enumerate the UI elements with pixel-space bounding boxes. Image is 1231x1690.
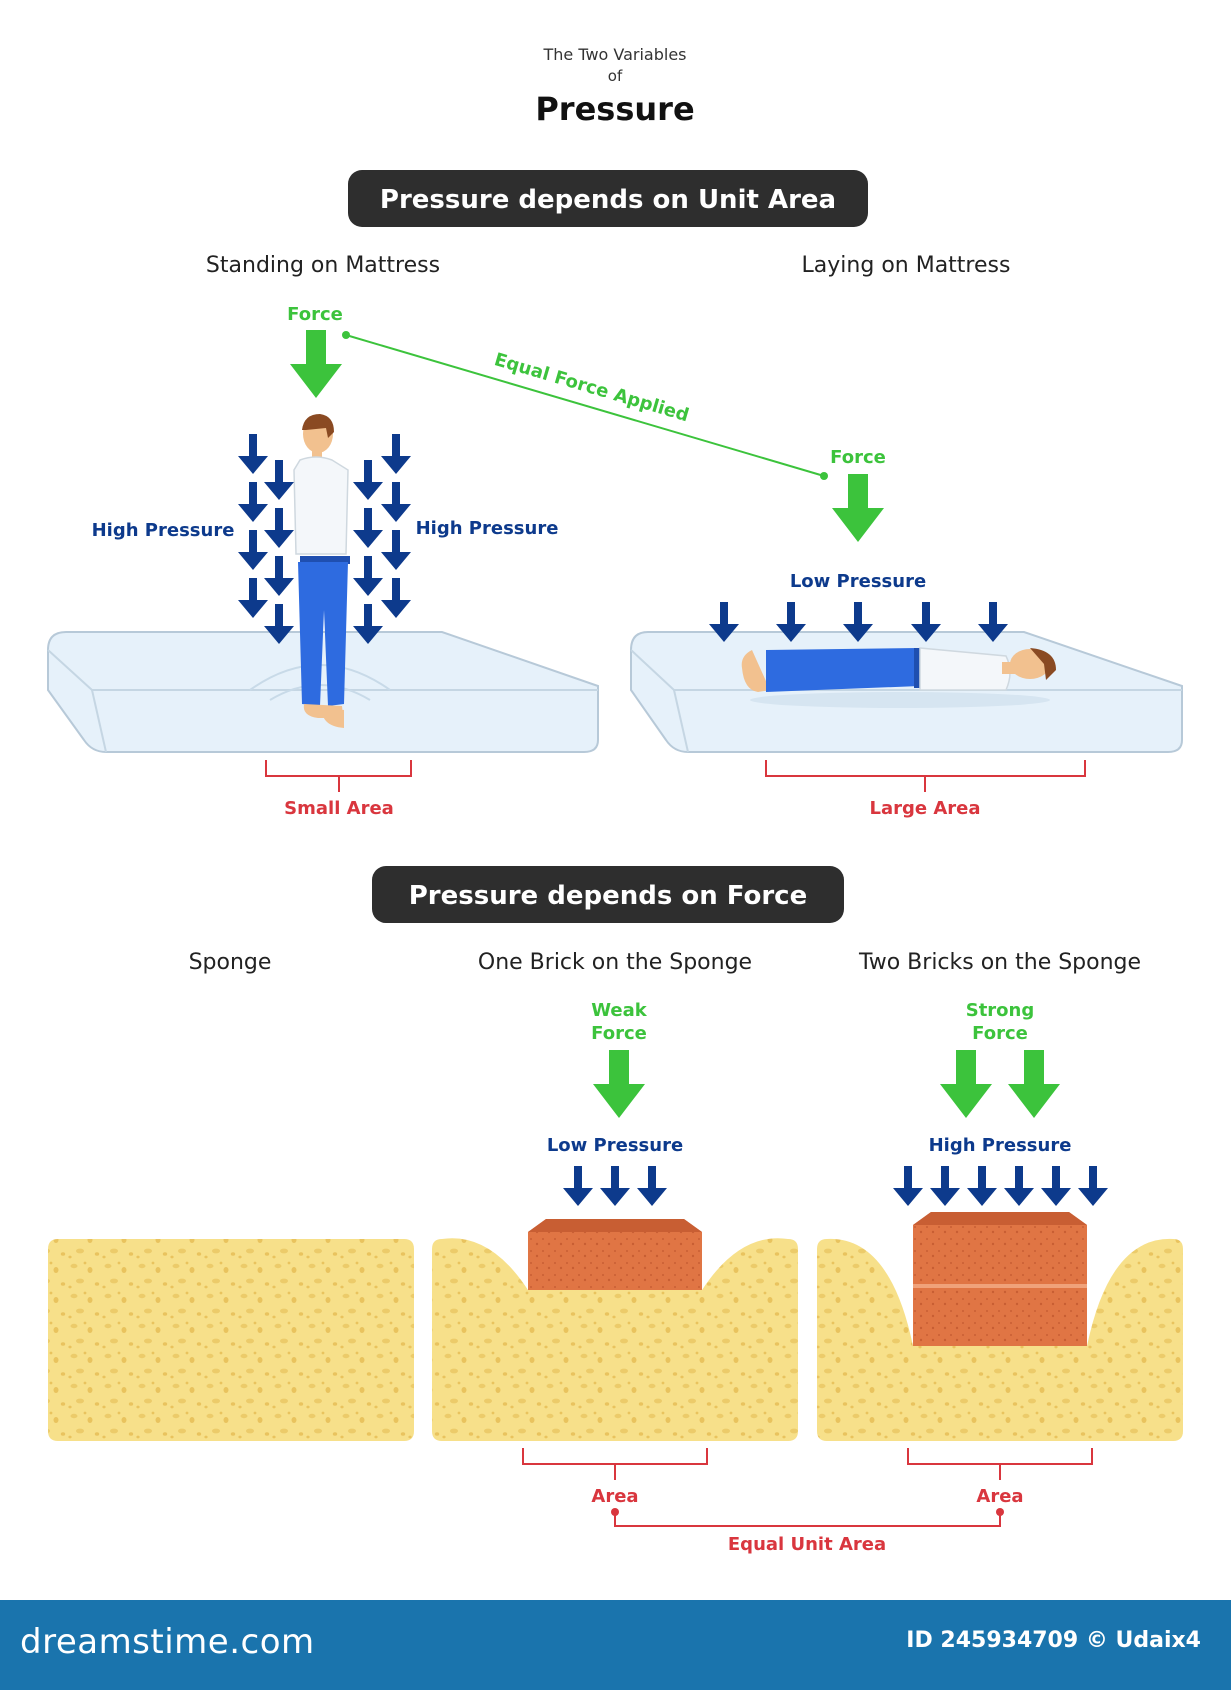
sponge-plain	[48, 1239, 414, 1441]
strong-force-arrow-icon	[940, 1050, 992, 1118]
pressure-arrow-icon	[264, 508, 294, 548]
page-title: Pressure	[535, 90, 694, 128]
two-bricks-area-label: Area	[976, 1486, 1023, 1507]
sponge-one-brick	[432, 1238, 798, 1441]
pressure-arrow-icon	[1041, 1166, 1071, 1206]
pressure-arrow-icon	[600, 1166, 630, 1206]
high-pressure-arrows	[893, 1166, 1108, 1206]
pressure-arrow-icon	[1004, 1166, 1034, 1206]
weak-force-label-line1: Weak	[591, 1000, 648, 1021]
footer-image-id: ID 245934709 © Udaix4	[906, 1628, 1201, 1653]
pressure-arrow-icon	[893, 1166, 923, 1206]
banner-force-label: Pressure depends on Force	[409, 881, 807, 911]
unit-connector-dot-left	[611, 1508, 619, 1516]
weak-force-arrow-icon	[593, 1050, 645, 1118]
pressure-arrow-icon	[238, 578, 268, 618]
pressure-arrow-icon	[381, 482, 411, 522]
laying-force-label: Force	[830, 447, 886, 468]
small-area-label: Small Area	[284, 798, 394, 819]
pressure-arrow-icon	[353, 508, 383, 548]
footer-bar: dreamstime.com ID 245934709 © Udaix4	[0, 1600, 1231, 1690]
strong-force-label-line1: Strong	[966, 1000, 1035, 1021]
brick-single	[528, 1219, 702, 1290]
laying-label: Laying on Mattress	[802, 253, 1011, 278]
large-area-bracket	[765, 760, 1086, 792]
pressure-arrow-icon	[1078, 1166, 1108, 1206]
small-area-bracket	[265, 760, 412, 792]
pressure-arrow-icon	[238, 482, 268, 522]
standing-force-label: Force	[287, 304, 343, 325]
laying-force-arrow-icon	[832, 474, 884, 542]
standing-label: Standing on Mattress	[206, 253, 440, 278]
high-pressure-label: High Pressure	[929, 1135, 1072, 1156]
sponge-two-bricks	[817, 1238, 1183, 1441]
equal-force-connector	[345, 334, 825, 477]
standing-pressure-arrows-left	[238, 434, 294, 644]
pressure-arrow-icon	[353, 460, 383, 500]
strong-force-arrow-icon	[1008, 1050, 1060, 1118]
equal-unit-area-label: Equal Unit Area	[728, 1534, 886, 1555]
strong-force-label-line2: Force	[972, 1023, 1028, 1044]
banner-unit-area	[348, 170, 868, 227]
standing-pressure-arrows-right	[353, 434, 411, 644]
footer-brand[interactable]: dreamstime.com	[20, 1622, 315, 1662]
pressure-arrow-icon	[264, 460, 294, 500]
two-bricks-area-bracket	[907, 1448, 1093, 1480]
brick-stack	[913, 1212, 1087, 1346]
pressure-arrow-icon	[264, 556, 294, 596]
low-pressure-arrows	[563, 1166, 667, 1206]
supertitle-line2: of	[608, 67, 623, 85]
pressure-arrow-icon	[381, 578, 411, 618]
laying-pressure-label: Low Pressure	[790, 571, 926, 592]
pressure-arrow-icon	[381, 434, 411, 474]
pressure-arrow-icon	[381, 530, 411, 570]
pressure-arrow-icon	[238, 434, 268, 474]
banner-force	[372, 866, 844, 923]
one-brick-area-label: Area	[591, 1486, 638, 1507]
weak-force-label-line2: Force	[591, 1023, 647, 1044]
large-area-label: Large Area	[869, 798, 980, 819]
banner-unit-area-label: Pressure depends on Unit Area	[380, 185, 836, 215]
low-pressure-label: Low Pressure	[547, 1135, 683, 1156]
pressure-arrow-icon	[967, 1166, 997, 1206]
one-brick-area-bracket	[522, 1448, 708, 1480]
connector-dot-end	[820, 472, 828, 480]
standing-pressure-label-left: High Pressure	[92, 520, 235, 541]
two-bricks-label: Two Bricks on the Sponge	[858, 950, 1141, 975]
standing-person-icon	[293, 414, 350, 728]
sponge-label: Sponge	[189, 950, 272, 975]
unit-connector-dot-right	[996, 1508, 1004, 1516]
pressure-arrow-icon	[563, 1166, 593, 1206]
supertitle-line1: The Two Variables	[542, 45, 686, 64]
equal-unit-area-connector	[614, 1512, 1001, 1527]
standing-force-arrow-icon	[290, 330, 342, 398]
standing-pressure-label-right: High Pressure	[416, 518, 559, 539]
pressure-arrow-icon	[637, 1166, 667, 1206]
one-brick-label: One Brick on the Sponge	[478, 950, 752, 975]
pressure-arrow-icon	[353, 556, 383, 596]
pressure-arrow-icon	[930, 1166, 960, 1206]
connector-dot-start	[342, 331, 350, 339]
standing-mattress	[47, 631, 599, 753]
pressure-arrow-icon	[238, 530, 268, 570]
laying-person-icon	[741, 647, 1056, 708]
